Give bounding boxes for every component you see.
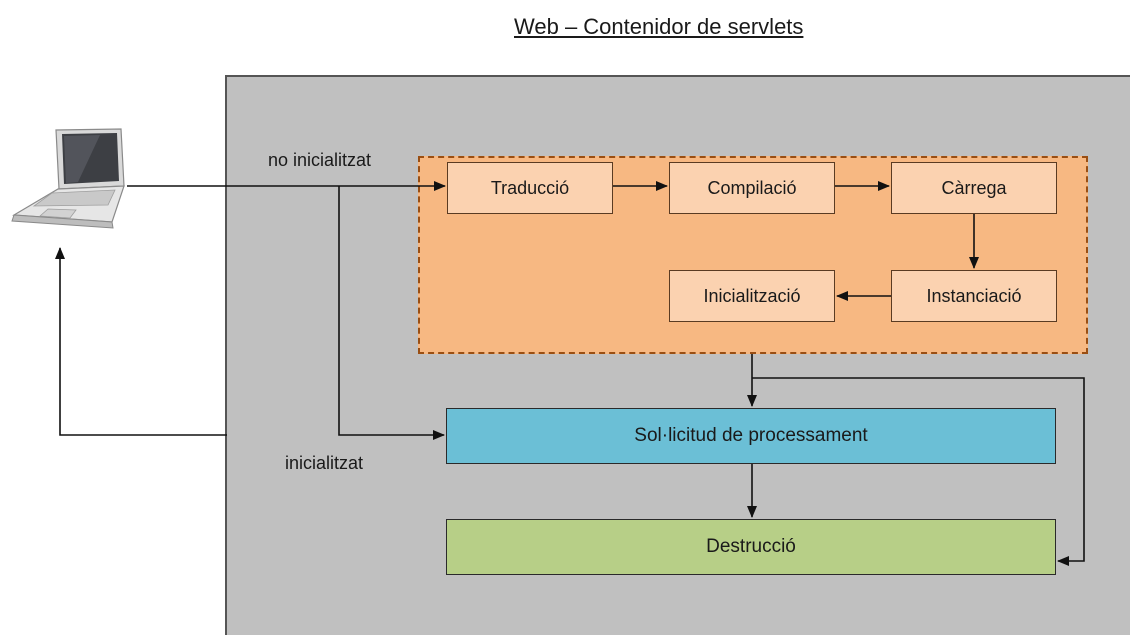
diagram-title: Web – Contenidor de servlets (514, 14, 804, 39)
step-inicialitzacio: Inicialització (669, 270, 835, 322)
step-compilacio: Compilació (669, 162, 835, 214)
step-traduccio: Traducció (447, 162, 613, 214)
destruction-box: Destrucció (446, 519, 1056, 575)
laptop-icon (11, 128, 125, 229)
step-instanciacio: Instanciació (891, 270, 1057, 322)
label-not-initialized: no inicialitzat (268, 150, 372, 170)
label-initialized: inicialitzat (285, 453, 364, 473)
processing-box: Sol·licitud de processament (446, 408, 1056, 464)
step-carrega: Càrrega (891, 162, 1057, 214)
